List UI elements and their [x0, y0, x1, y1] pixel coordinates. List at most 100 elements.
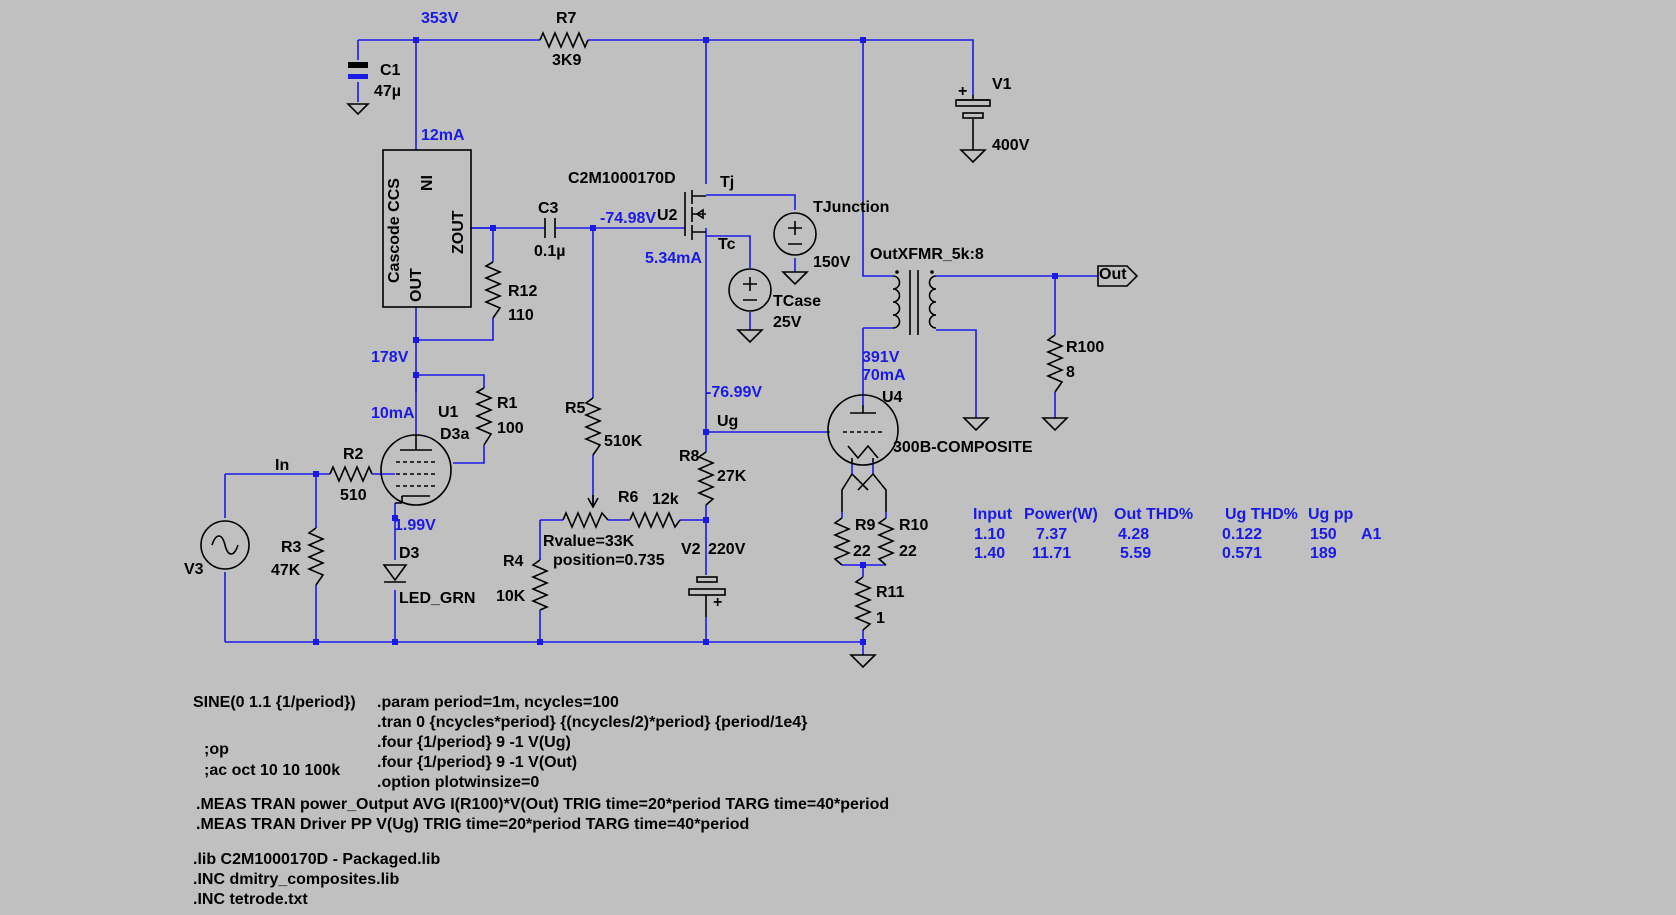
results-cell: 189: [1310, 545, 1337, 562]
r11-name: R11: [876, 584, 905, 601]
potentiometer-rvalue[interactable]: [562, 510, 609, 530]
label-353v: 353V: [421, 10, 459, 27]
label-1-99v: 1.99V: [394, 517, 436, 534]
v1-name: V1: [992, 76, 1012, 93]
r3-name: R3: [281, 539, 302, 556]
diode-d3[interactable]: [382, 564, 408, 583]
tube-u1[interactable]: [380, 434, 452, 506]
battery-v1[interactable]: +: [955, 83, 991, 164]
resistor-r10[interactable]: [876, 517, 896, 566]
r2-value: 510: [340, 487, 367, 504]
capacitor-c3[interactable]: [544, 218, 556, 238]
r100-name: R100: [1066, 339, 1104, 356]
battery-v2[interactable]: +: [688, 576, 726, 617]
v3-name: V3: [184, 561, 204, 578]
resistor-r1[interactable]: [474, 387, 494, 446]
resistor-r2[interactable]: [329, 464, 373, 484]
r9-value: 22: [853, 543, 871, 560]
directive: .option plotwinsize=0: [377, 774, 539, 791]
cascode-ccs-block[interactable]: [382, 149, 472, 308]
results-header-ugpp: Ug pp: [1308, 506, 1354, 523]
in-label: In: [275, 457, 289, 474]
tjunction-name: TJunction: [813, 199, 889, 216]
label-391v: 391V: [862, 349, 900, 366]
u1-name: U1: [438, 404, 459, 421]
results-cell: A1: [1361, 526, 1382, 543]
component-labels: R7 3K9 C1 47µ V1 400V Cascode CCS IN OUT…: [184, 10, 1127, 627]
d3-model: LED_GRN: [399, 590, 475, 607]
mosfet-u2[interactable]: [684, 190, 706, 240]
ccs-zout: ZOUT: [450, 210, 467, 254]
spice-directives: SINE(0 1.1 {1/period}) ;op ;ac oct 10 10…: [193, 694, 889, 908]
r6-name: R6: [618, 489, 639, 506]
label-5-34ma: 5.34mA: [645, 250, 702, 267]
resistor-r8[interactable]: [696, 451, 716, 506]
results-cell: 5.59: [1120, 545, 1151, 562]
resistor-r3[interactable]: [306, 527, 326, 586]
u2-name: U2: [657, 207, 678, 224]
results-cell: 7.37: [1036, 526, 1067, 543]
c3-name: C3: [538, 200, 559, 217]
resistor-r12[interactable]: [483, 261, 503, 319]
r10-name: R10: [899, 517, 928, 534]
output-transformer[interactable]: [892, 270, 990, 432]
lib-directive: .INC dmitry_composites.lib: [193, 871, 399, 888]
out-port[interactable]: [1097, 265, 1139, 287]
lib-directive: .lib C2M1000170D - Packaged.lib: [193, 851, 440, 868]
r6-value: 12k: [652, 491, 679, 508]
ccs-title: Cascode CCS: [386, 178, 403, 283]
resistor-r100[interactable]: [1041, 334, 1069, 432]
u4-model: 300B-COMPOSITE: [893, 439, 1033, 456]
r8-name: R8: [679, 448, 700, 465]
tcase-name: TCase: [773, 293, 821, 310]
label-70ma: 70mA: [862, 367, 906, 384]
resistor-r7[interactable]: [539, 30, 589, 50]
ccs-out: OUT: [408, 268, 425, 302]
resistor-r5[interactable]: [583, 397, 603, 509]
svg-text:+: +: [958, 83, 967, 100]
label-76-99v: -76.99V: [706, 384, 762, 401]
results-cell: 11.71: [1032, 545, 1071, 562]
tube-u4[interactable]: [827, 394, 899, 512]
tcase-value: 25V: [773, 314, 802, 331]
r9-name: R9: [855, 517, 876, 534]
r11-value: 1: [876, 610, 885, 627]
resistor-r11[interactable]: [853, 576, 873, 631]
r4-name: R4: [503, 553, 524, 570]
label-178v: 178V: [371, 349, 409, 366]
resistor-r9[interactable]: [832, 517, 852, 566]
u2-tj: Tj: [720, 174, 734, 191]
r1-name: R1: [497, 395, 518, 412]
label-10ma: 10mA: [371, 405, 415, 422]
r5-value: 510K: [604, 433, 643, 450]
r7-value: 3K9: [552, 52, 581, 69]
v1-value: 400V: [992, 137, 1030, 154]
r1-value: 100: [497, 420, 524, 437]
r7-name: R7: [556, 10, 577, 27]
r12-name: R12: [508, 283, 537, 300]
results-cell: 1.40: [974, 545, 1005, 562]
svg-text:+: +: [713, 594, 722, 611]
ug-label: Ug: [717, 413, 738, 430]
u2-model: C2M1000170D: [568, 170, 676, 187]
directive: .param period=1m, ncycles=100: [377, 694, 619, 711]
results-cell: 0.571: [1222, 545, 1262, 562]
voltage-source-tjunction[interactable]: [773, 212, 817, 286]
capacitor-c1[interactable]: [346, 62, 370, 116]
u4-name: U4: [882, 389, 903, 406]
sine-source-v3[interactable]: [200, 520, 250, 570]
results-table: Input Power(W) Out THD% Ug THD% Ug pp 1.…: [973, 506, 1382, 562]
resistor-r4[interactable]: [530, 559, 550, 611]
pot-rvalue: Rvalue=33K: [543, 533, 635, 550]
meas-directive: .MEAS TRAN Driver PP V(Ug) TRIG time=20*…: [196, 816, 749, 833]
r2-name: R2: [343, 446, 364, 463]
v2-value: 220V: [708, 541, 746, 558]
results-cell: 4.28: [1118, 526, 1149, 543]
resistor-r6[interactable]: [629, 510, 681, 530]
voltage-source-tcase[interactable]: [728, 268, 772, 344]
r4-value: 10K: [496, 588, 526, 605]
comment-op: ;op: [204, 741, 229, 758]
c1-name: C1: [380, 62, 401, 79]
v2-name: V2: [681, 541, 701, 558]
